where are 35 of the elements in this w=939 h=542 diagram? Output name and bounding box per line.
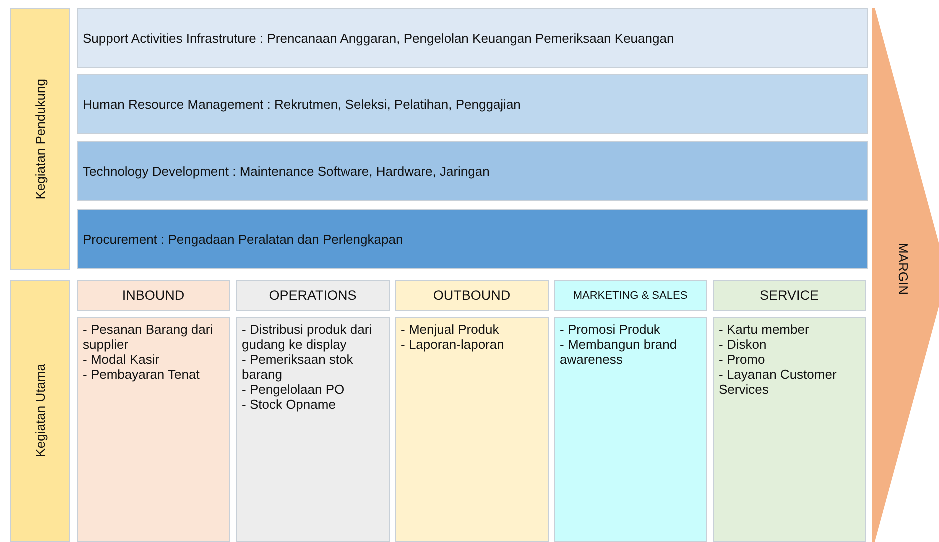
category-band: [10, 8, 70, 270]
list-item: - Promo: [719, 352, 766, 367]
list-item: - Menjual Produk: [401, 322, 500, 337]
band-label: Kegiatan Utama: [32, 364, 48, 458]
list-item: - Membangun brand awareness: [560, 337, 678, 367]
margin-label: MARGIN: [896, 243, 911, 295]
activity-card: [236, 317, 390, 542]
activity-bar: Technology Development : Maintenance Software, Hardware, Jaringan: [77, 141, 868, 201]
activity-bar: Human Resource Management : Rekrutmen, Seleksi, Pelatihan, Penggajian: [77, 74, 868, 134]
margin-chevron: [872, 8, 939, 542]
activity-card: [554, 317, 707, 542]
list-item: - Laporan-laporan: [401, 337, 506, 352]
list-item: - Pembayaran Tenat: [83, 367, 201, 382]
list-item: - Promosi Produk: [560, 322, 662, 337]
column-header: SERVICE: [713, 280, 866, 311]
column-header: OUTBOUND: [395, 280, 549, 311]
activity-bar: Procurement : Pengadaan Peralatan dan Perlengkapan: [77, 209, 868, 269]
list-item: - Modal Kasir: [83, 352, 161, 367]
list-item: - Distribusi produk dari gudang ke display: [242, 322, 374, 352]
list-item: - Kartu member: [719, 322, 810, 337]
activity-bar: Support Activities Infrastruture : Prencanaan Anggaran, Pengelolan Keuangan Pemeriksaan Keuangan: [77, 8, 868, 68]
list-item: - Diskon: [719, 337, 768, 352]
activity-card: [77, 317, 230, 542]
column-header: MARKETING & SALES: [554, 280, 707, 311]
band-label: Kegiatan Pendukung: [32, 78, 48, 200]
list-item: - Pengelolaan PO: [242, 382, 346, 397]
list-item: - Layanan Customer Services: [719, 367, 838, 397]
activity-card: [713, 317, 866, 542]
column-header: OPERATIONS: [236, 280, 390, 311]
activity-card: [395, 317, 549, 542]
list-item: - Stock Opname: [242, 397, 337, 412]
list-item: - Pesanan Barang dari supplier: [83, 322, 214, 352]
category-band: [10, 280, 70, 542]
list-item: - Pemeriksaan stok barang: [242, 352, 354, 382]
column-header: INBOUND: [77, 280, 230, 311]
